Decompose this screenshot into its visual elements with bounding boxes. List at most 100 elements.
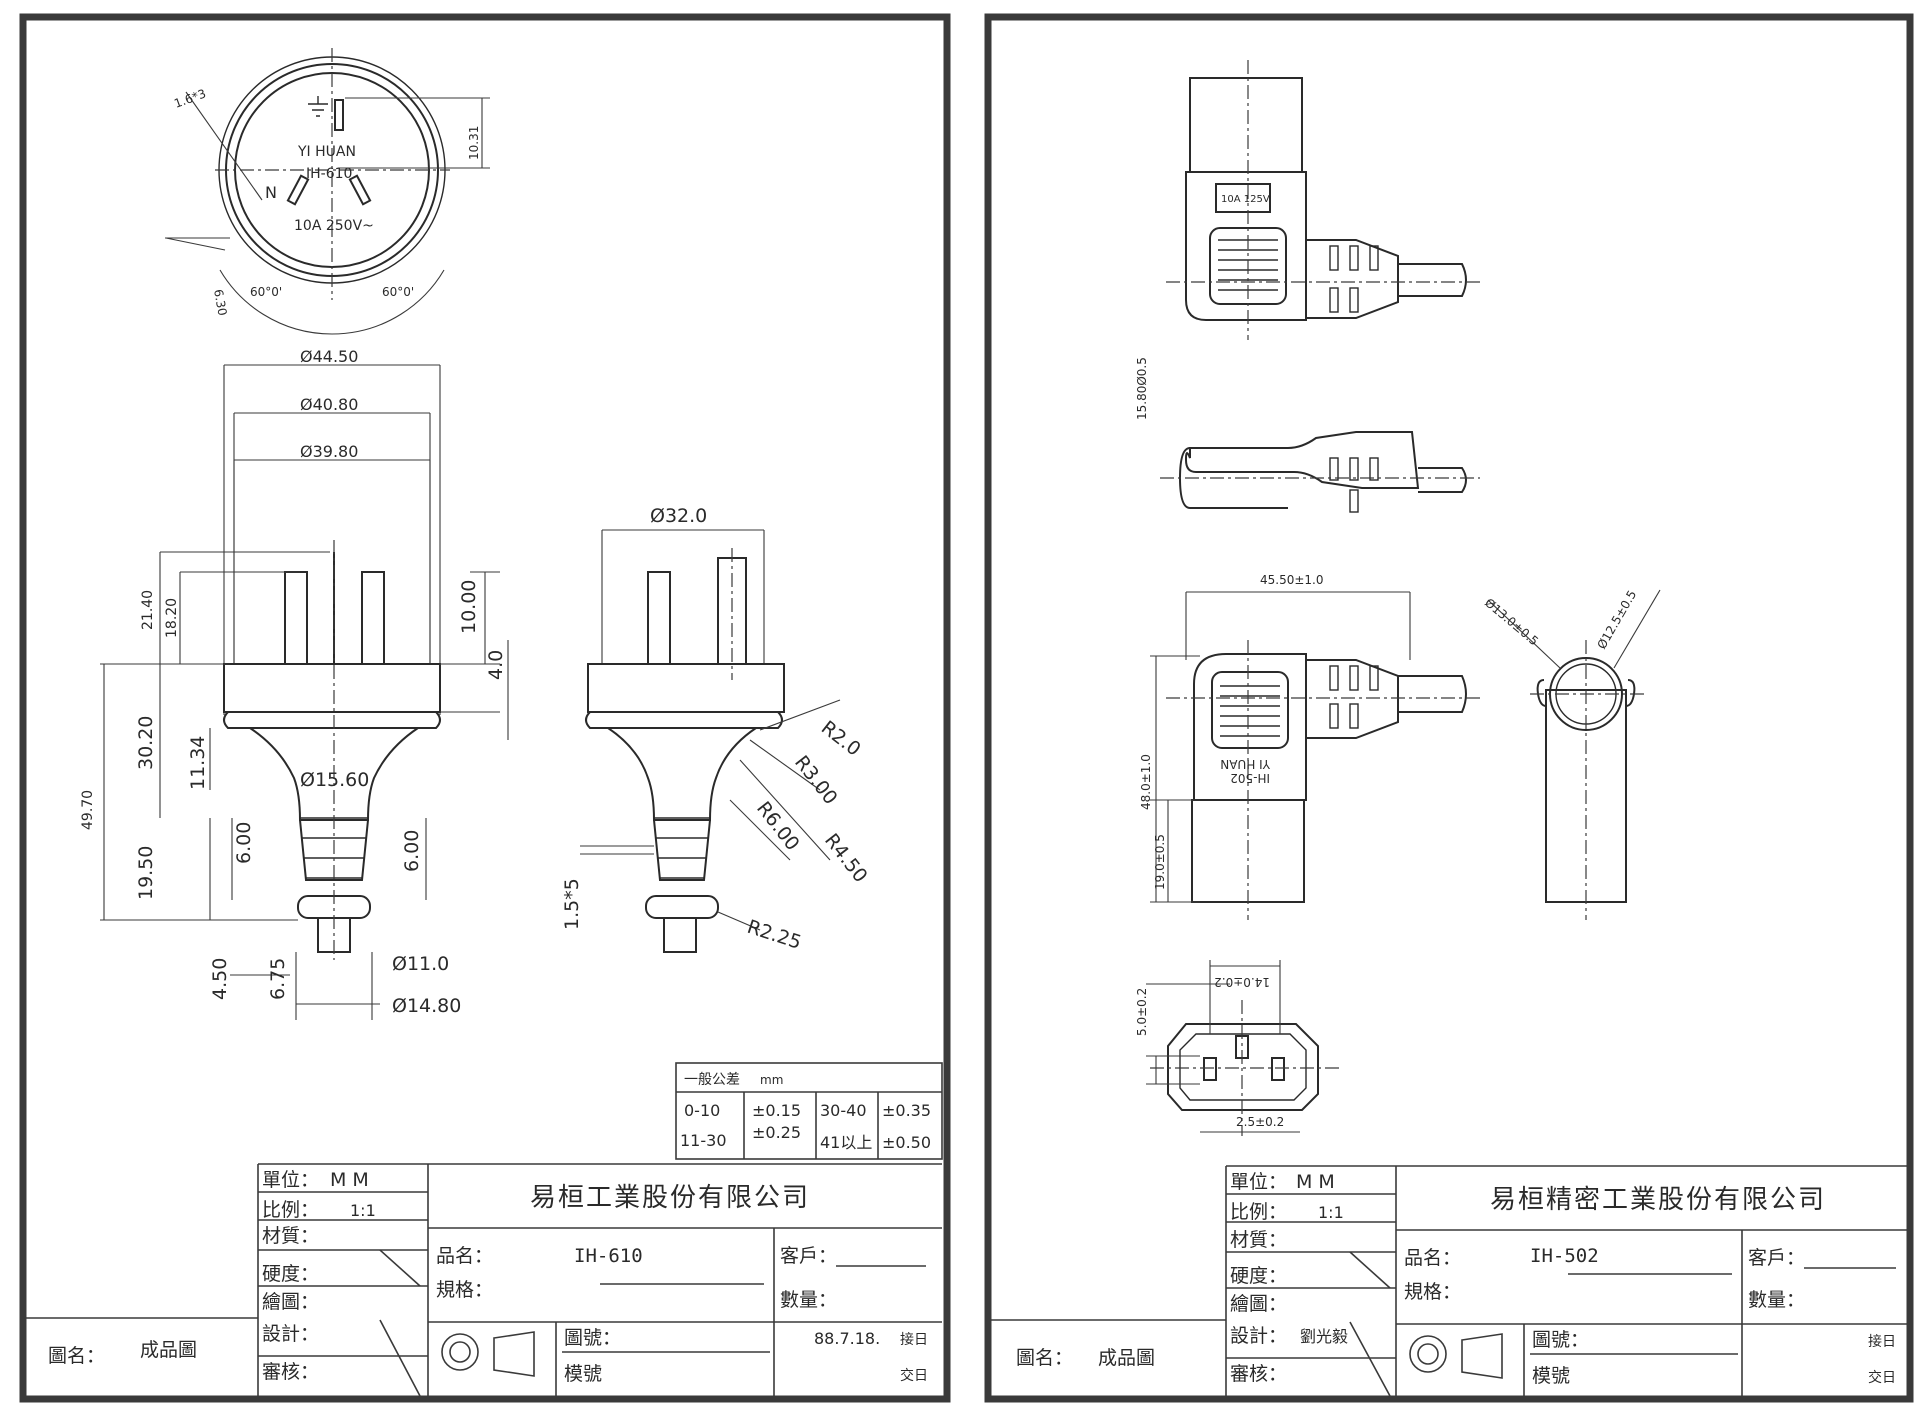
connector-top-view: 10A 125V <box>1166 60 1480 340</box>
dim-label: Ø14.80 <box>392 995 461 1017</box>
drawn-label: 繪圖： <box>1230 1293 1287 1315</box>
company-name: 易桓工業股份有限公司 <box>530 1183 810 1213</box>
material-label: 材質： <box>1230 1229 1287 1251</box>
dim-label: 5.0±0.2 <box>1135 988 1149 1036</box>
design-label: 設計： <box>1230 1325 1287 1347</box>
dim-label: 4.0 <box>485 650 507 680</box>
design-value: 劉光毅 <box>1300 1327 1348 1346</box>
mold-no-label: 模號 <box>564 1363 602 1385</box>
deliver-label: 交日 <box>900 1367 928 1384</box>
deliver-label: 交日 <box>1868 1369 1896 1386</box>
hardness-label: 硬度： <box>262 1263 319 1285</box>
right-sheet: 10A 125V 15.80Ø0.5 45.50±1.0 <box>984 13 1914 1403</box>
left-title-block: 單位： M M 比例： 1:1 材質： 硬度： 繪圖： 設計： 審核： 易桓工業… <box>23 1163 942 1399</box>
dim-label: Ø11.0 <box>392 953 449 975</box>
connector-end-view: Ø13.0±0.5 Ø12.5±0.5 <box>1482 588 1661 920</box>
review-label: 審核： <box>262 1361 319 1383</box>
connector-side-view: 15.80Ø0.5 <box>1135 357 1480 513</box>
hardness-label: 硬度： <box>1230 1265 1287 1287</box>
back-label-brand: YI HUAN <box>1220 757 1271 771</box>
face-neutral-text: N <box>265 183 277 202</box>
plug-side-view: Ø32.0 R2.0 R3.00 R4.50 R6.00 1.5*5 R2.25 <box>561 505 872 954</box>
dim-label: Ø39.80 <box>300 442 358 461</box>
connector-front-view: 45.50±1.0 48.0±1.0 19.0±0.5 YI HUAN IH-5… <box>1139 573 1480 920</box>
dim-label: Ø15.60 <box>300 769 369 791</box>
qty-label: 數量： <box>1748 1289 1805 1311</box>
product-label: 品名： <box>1404 1247 1461 1269</box>
tolerance-cell: 0-10 <box>684 1101 720 1120</box>
dim-label: 6.30 <box>211 288 229 317</box>
socket-face-view: 14.0±0.2 5.0±0.2 2.5±0.2 <box>1135 960 1340 1136</box>
left-sheet: YI HUAN IH-610 N 10A 250V~ 1.6*3 10.31 6… <box>19 13 951 1403</box>
scale-label: 比例： <box>1230 1201 1287 1223</box>
dim-label: R3.00 <box>790 752 842 809</box>
drawing-name-value: 成品圖 <box>140 1339 197 1361</box>
product-value: IH-502 <box>1530 1245 1599 1267</box>
tolerance-cell: 11-30 <box>680 1131 727 1150</box>
dim-label: 21.40 <box>140 590 156 630</box>
dim-label: 49.70 <box>80 790 96 830</box>
date-value: 88.7.18. <box>814 1329 880 1348</box>
rating-label: 10A 125V <box>1221 194 1270 205</box>
scale-value: 1:1 <box>1318 1203 1344 1222</box>
dim-label: 19.50 <box>135 846 157 900</box>
tolerance-table: 一般公差 mm 0-10 ±0.15 30-40 ±0.35 11-30 ±0.… <box>675 1062 943 1160</box>
customer-label: 客戶： <box>1748 1247 1805 1269</box>
dim-label: 30.20 <box>135 716 157 770</box>
right-title-block: 單位： M M 比例： 1:1 材質： 硬度： 繪圖： 設計： 劉光毅 審核： … <box>988 1165 1910 1399</box>
material-label: 材質： <box>262 1225 319 1247</box>
dim-label: Ø40.80 <box>300 395 358 414</box>
dim-label: 6.00 <box>401 830 423 872</box>
dim-label: 18.20 <box>164 598 180 638</box>
dim-label: 11.34 <box>187 736 209 790</box>
dim-label: 10.00 <box>458 580 480 634</box>
tolerance-cell: 30-40 <box>820 1101 867 1120</box>
unit-label: 單位： <box>1230 1171 1287 1193</box>
unit-label: 單位： <box>262 1169 319 1191</box>
product-value: IH-610 <box>574 1245 643 1267</box>
face-brand-text: YI HUAN <box>297 144 356 160</box>
back-label-model: IH-502 <box>1230 771 1270 785</box>
plug-front-view: Ø44.50 Ø40.80 Ø39.80 <box>80 347 509 1020</box>
customer-label: 客戶： <box>780 1245 837 1267</box>
spec-label: 規格： <box>436 1279 493 1301</box>
design-label: 設計： <box>262 1323 319 1345</box>
plug-face-view: YI HUAN IH-610 N 10A 250V~ 1.6*3 10.31 6… <box>165 48 490 335</box>
dim-label: Ø13.0±0.5 <box>1482 596 1541 649</box>
dim-label: 4.50 <box>209 958 231 1000</box>
unit-value: M M <box>330 1169 369 1191</box>
qty-label: 數量： <box>780 1289 837 1311</box>
mold-no-label: 模號 <box>1532 1365 1570 1387</box>
dim-label: 6.75 <box>267 958 289 1000</box>
scale-value: 1:1 <box>350 1201 376 1220</box>
review-label: 審核： <box>1230 1363 1287 1385</box>
drawn-label: 繪圖： <box>262 1291 319 1313</box>
dim-label: R2.25 <box>744 916 804 954</box>
scale-label: 比例： <box>262 1199 319 1221</box>
dim-label: 14.0±0.2 <box>1214 975 1270 989</box>
dim-label: R2.0 <box>817 717 865 761</box>
dim-label: 10.31 <box>467 126 481 160</box>
dim-label: 1.6*3 <box>172 86 208 110</box>
dim-label: 19.0±0.5 <box>1153 834 1167 890</box>
drawing-no-label: 圖號： <box>564 1327 621 1349</box>
tolerance-title: 一般公差 <box>684 1072 740 1088</box>
tolerance-cell: ±0.35 <box>882 1101 931 1120</box>
tolerance-cell: ±0.50 <box>882 1133 931 1152</box>
drawing-name-value: 成品圖 <box>1098 1347 1155 1369</box>
drawing-name-label: 圖名： <box>1016 1347 1073 1369</box>
dim-label: 60°0' <box>382 285 414 299</box>
tolerance-cell: 41以上 <box>820 1133 872 1152</box>
dim-label: Ø12.5±0.5 <box>1594 588 1639 652</box>
drawing-no-label: 圖號： <box>1532 1329 1589 1351</box>
dim-label: 1.5*5 <box>561 878 583 930</box>
dim-label: R6.00 <box>752 798 804 855</box>
receive-label: 接日 <box>900 1331 928 1348</box>
face-rating-text: 10A 250V~ <box>294 218 374 234</box>
dim-label: Ø32.0 <box>650 505 707 527</box>
dim-label: 45.50±1.0 <box>1260 573 1324 587</box>
drawing-name-label: 圖名： <box>48 1345 105 1367</box>
unit-value: M M <box>1296 1171 1335 1193</box>
spec-label: 規格： <box>1404 1281 1461 1303</box>
